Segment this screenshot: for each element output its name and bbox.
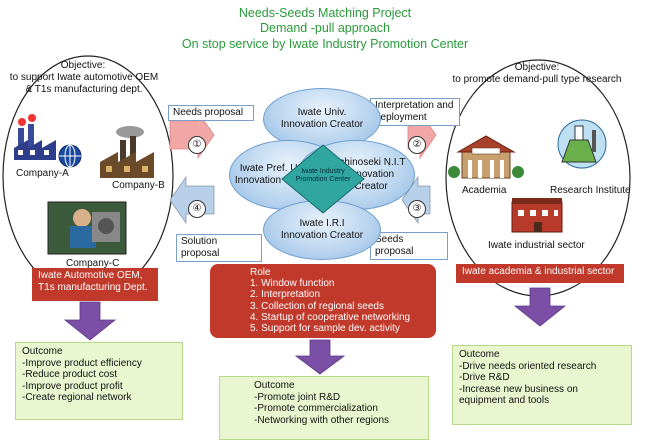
title-line-2: Demand -pull approach — [260, 21, 390, 35]
right-objective-text: to promote demand-pull type research — [452, 74, 622, 85]
left-sector-box: Iwate Automotive OEM, T1s manufacturing … — [32, 268, 158, 301]
right-outcome-item: -Drive needs oriented research — [459, 360, 597, 372]
company-c-label: Company-C — [66, 258, 120, 269]
center-outcome-title: Outcome — [254, 380, 295, 391]
solution-proposal-label: Solution proposal — [176, 234, 262, 262]
academia-label: Academia — [462, 185, 507, 196]
right-objective-title: Objective: — [514, 62, 560, 73]
petal-iwate-univ-label: Iwate Univ. Innovation Creator — [280, 107, 364, 130]
role-item: 1. Window function — [250, 278, 335, 290]
industrial-sector-icon — [511, 198, 563, 233]
research-institute-label: Research Institute — [550, 185, 631, 196]
left-outcome-item: -Improve product profit — [22, 380, 123, 392]
academia-icon — [448, 135, 524, 179]
petal-iwate-pref-univ-label: Iwate Pref. Univ. Innovation Creator — [234, 163, 318, 186]
center-outcome-box: Outcome -Promote joint R&D -Promote comm… — [219, 376, 429, 440]
petal-iwate-univ: Iwate Univ. Innovation Creator — [263, 88, 381, 150]
left-outcome-item: -Create regional network — [22, 392, 132, 403]
petal-iwate-iri-label: Iwate I.R.I Innovation Creator — [280, 218, 364, 241]
center-outcome-item: -Networking with other regions — [254, 414, 390, 426]
company-a-label: Company-A — [16, 168, 69, 179]
role-item: 4. Startup of cooperative networking — [250, 311, 411, 323]
role-item: 2. Interpretation — [250, 289, 321, 301]
right-outcome-item: -Increase new business on equipment and … — [459, 383, 578, 407]
research-institute-icon — [557, 119, 607, 169]
company-b-icon — [100, 126, 154, 178]
right-sector-box: Iwate academia & industrial sector — [456, 264, 624, 283]
center-diamond-label: Iwate Industry Promotion Center — [295, 168, 351, 183]
title-line-3: On stop service by Iwate Industry Promot… — [181, 37, 469, 51]
step-3-marker: ③ — [408, 200, 426, 218]
step-2-marker: ② — [408, 136, 426, 154]
petal-iwate-iri: Iwate I.R.I Innovation Creator — [263, 200, 381, 260]
left-outcome-box: Outcome -Improve product efficiency -Red… — [15, 342, 183, 420]
role-box: Role 1. Window function 2. Interpretatio… — [210, 264, 436, 338]
needs-proposal-label: Needs proposal — [168, 105, 254, 121]
role-item: 3. Collection of regional seeds — [250, 300, 384, 312]
center-down-arrow — [294, 339, 346, 375]
left-outcome-title: Outcome — [22, 346, 63, 357]
interpretation-label: Interpretation and deployment — [370, 98, 460, 126]
left-down-arrow — [63, 301, 117, 341]
right-down-arrow — [513, 287, 567, 327]
company-c-icon — [47, 201, 127, 255]
left-outcome-item: -Reduce product cost — [22, 369, 118, 380]
industrial-sector-label: Iwate industrial sector — [488, 240, 585, 251]
right-outcome-item: -Drive R&D — [459, 372, 510, 383]
role-title: Role — [250, 267, 271, 278]
center-outcome-item: -Promote commercialization — [254, 403, 378, 414]
left-outcome-item: -Improve product efficiency — [22, 357, 142, 369]
right-outcome-title: Outcome — [459, 349, 500, 360]
seeds-proposal-label: Seeds proposal — [370, 232, 448, 260]
step-4-marker: ④ — [188, 200, 206, 218]
left-objective-title: Objective: — [60, 60, 106, 71]
step-1-marker: ① — [188, 136, 206, 154]
center-outcome-item: -Promote joint R&D — [254, 391, 341, 403]
company-a-icon — [14, 114, 82, 168]
company-b-label: Company-B — [112, 180, 165, 191]
petal-ichinoseki-label: Ichinoseki N.I.T Innovation Creator — [336, 157, 406, 192]
left-objective-text: to support Iwate automotive OEM & T1s ma… — [9, 72, 159, 95]
title-line-1: Needs-Seeds Matching Project — [238, 6, 412, 20]
role-item: 5. Support for sample dev. activity — [250, 323, 400, 335]
center-diamond — [281, 144, 365, 214]
right-outcome-box: Outcome -Drive needs oriented research -… — [452, 345, 632, 425]
